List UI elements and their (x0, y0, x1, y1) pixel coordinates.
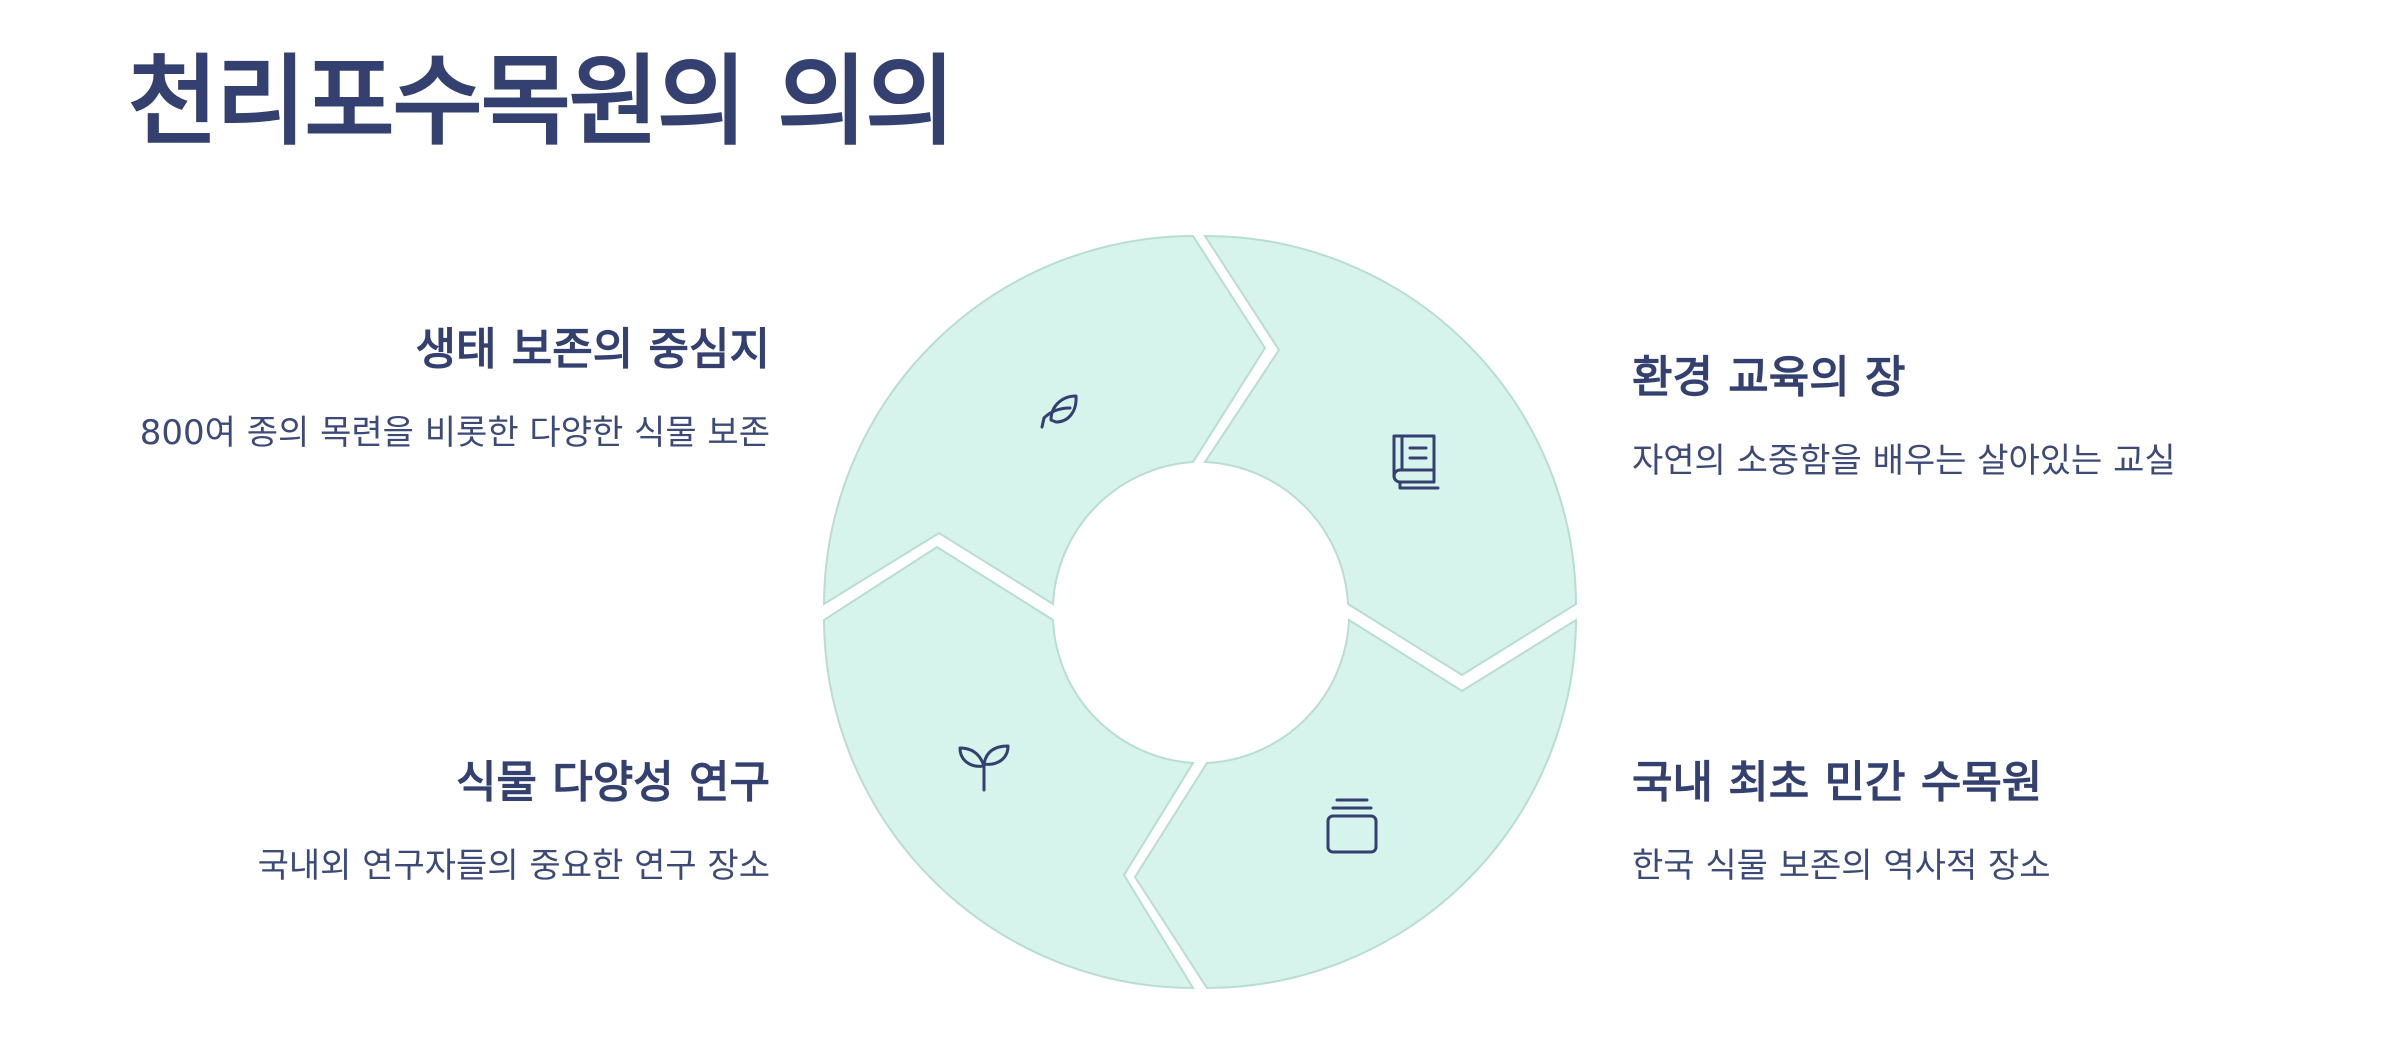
item-first-private-arboretum: 국내 최초 민간 수목원 한국 식물 보존의 역사적 장소 (1632, 755, 2312, 895)
cycle-segment-top-right (1203, 234, 1578, 677)
book-icon (1392, 434, 1440, 490)
cycle-segment-bottom-right (1133, 618, 1578, 990)
sprout-icon (958, 744, 1010, 792)
item-heading: 생태 보존의 중심지 (415, 324, 770, 375)
cycle-segment-bottom-left (822, 545, 1195, 990)
item-description: 800여 종의 목련을 비롯한 다양한 식물 보존 (139, 413, 770, 453)
leaf-icon (1040, 394, 1078, 429)
page-title: 천리포수목원의 의의 (128, 45, 956, 159)
item-environmental-education: 환경 교육의 장 자연의 소중함을 배우는 살아있는 교실 (1632, 350, 2312, 490)
item-description: 한국 식물 보존의 역사적 장소 (1632, 846, 2051, 886)
item-description: 국내외 연구자들의 중요한 연구 장소 (257, 846, 770, 886)
item-heading: 환경 교육의 장 (1632, 352, 1906, 403)
item-description: 자연의 소중함을 배우는 살아있는 교실 (1632, 441, 2176, 481)
item-heading: 국내 최초 민간 수목원 (1632, 757, 2043, 808)
item-heading: 식물 다양성 연구 (456, 757, 770, 808)
item-ecological-conservation: 생태 보존의 중심지 800여 종의 목련을 비롯한 다양한 식물 보존 (110, 322, 770, 462)
archive-icon (1326, 798, 1378, 854)
item-plant-diversity-research: 식물 다양성 연구 국내외 연구자들의 중요한 연구 장소 (110, 755, 770, 895)
